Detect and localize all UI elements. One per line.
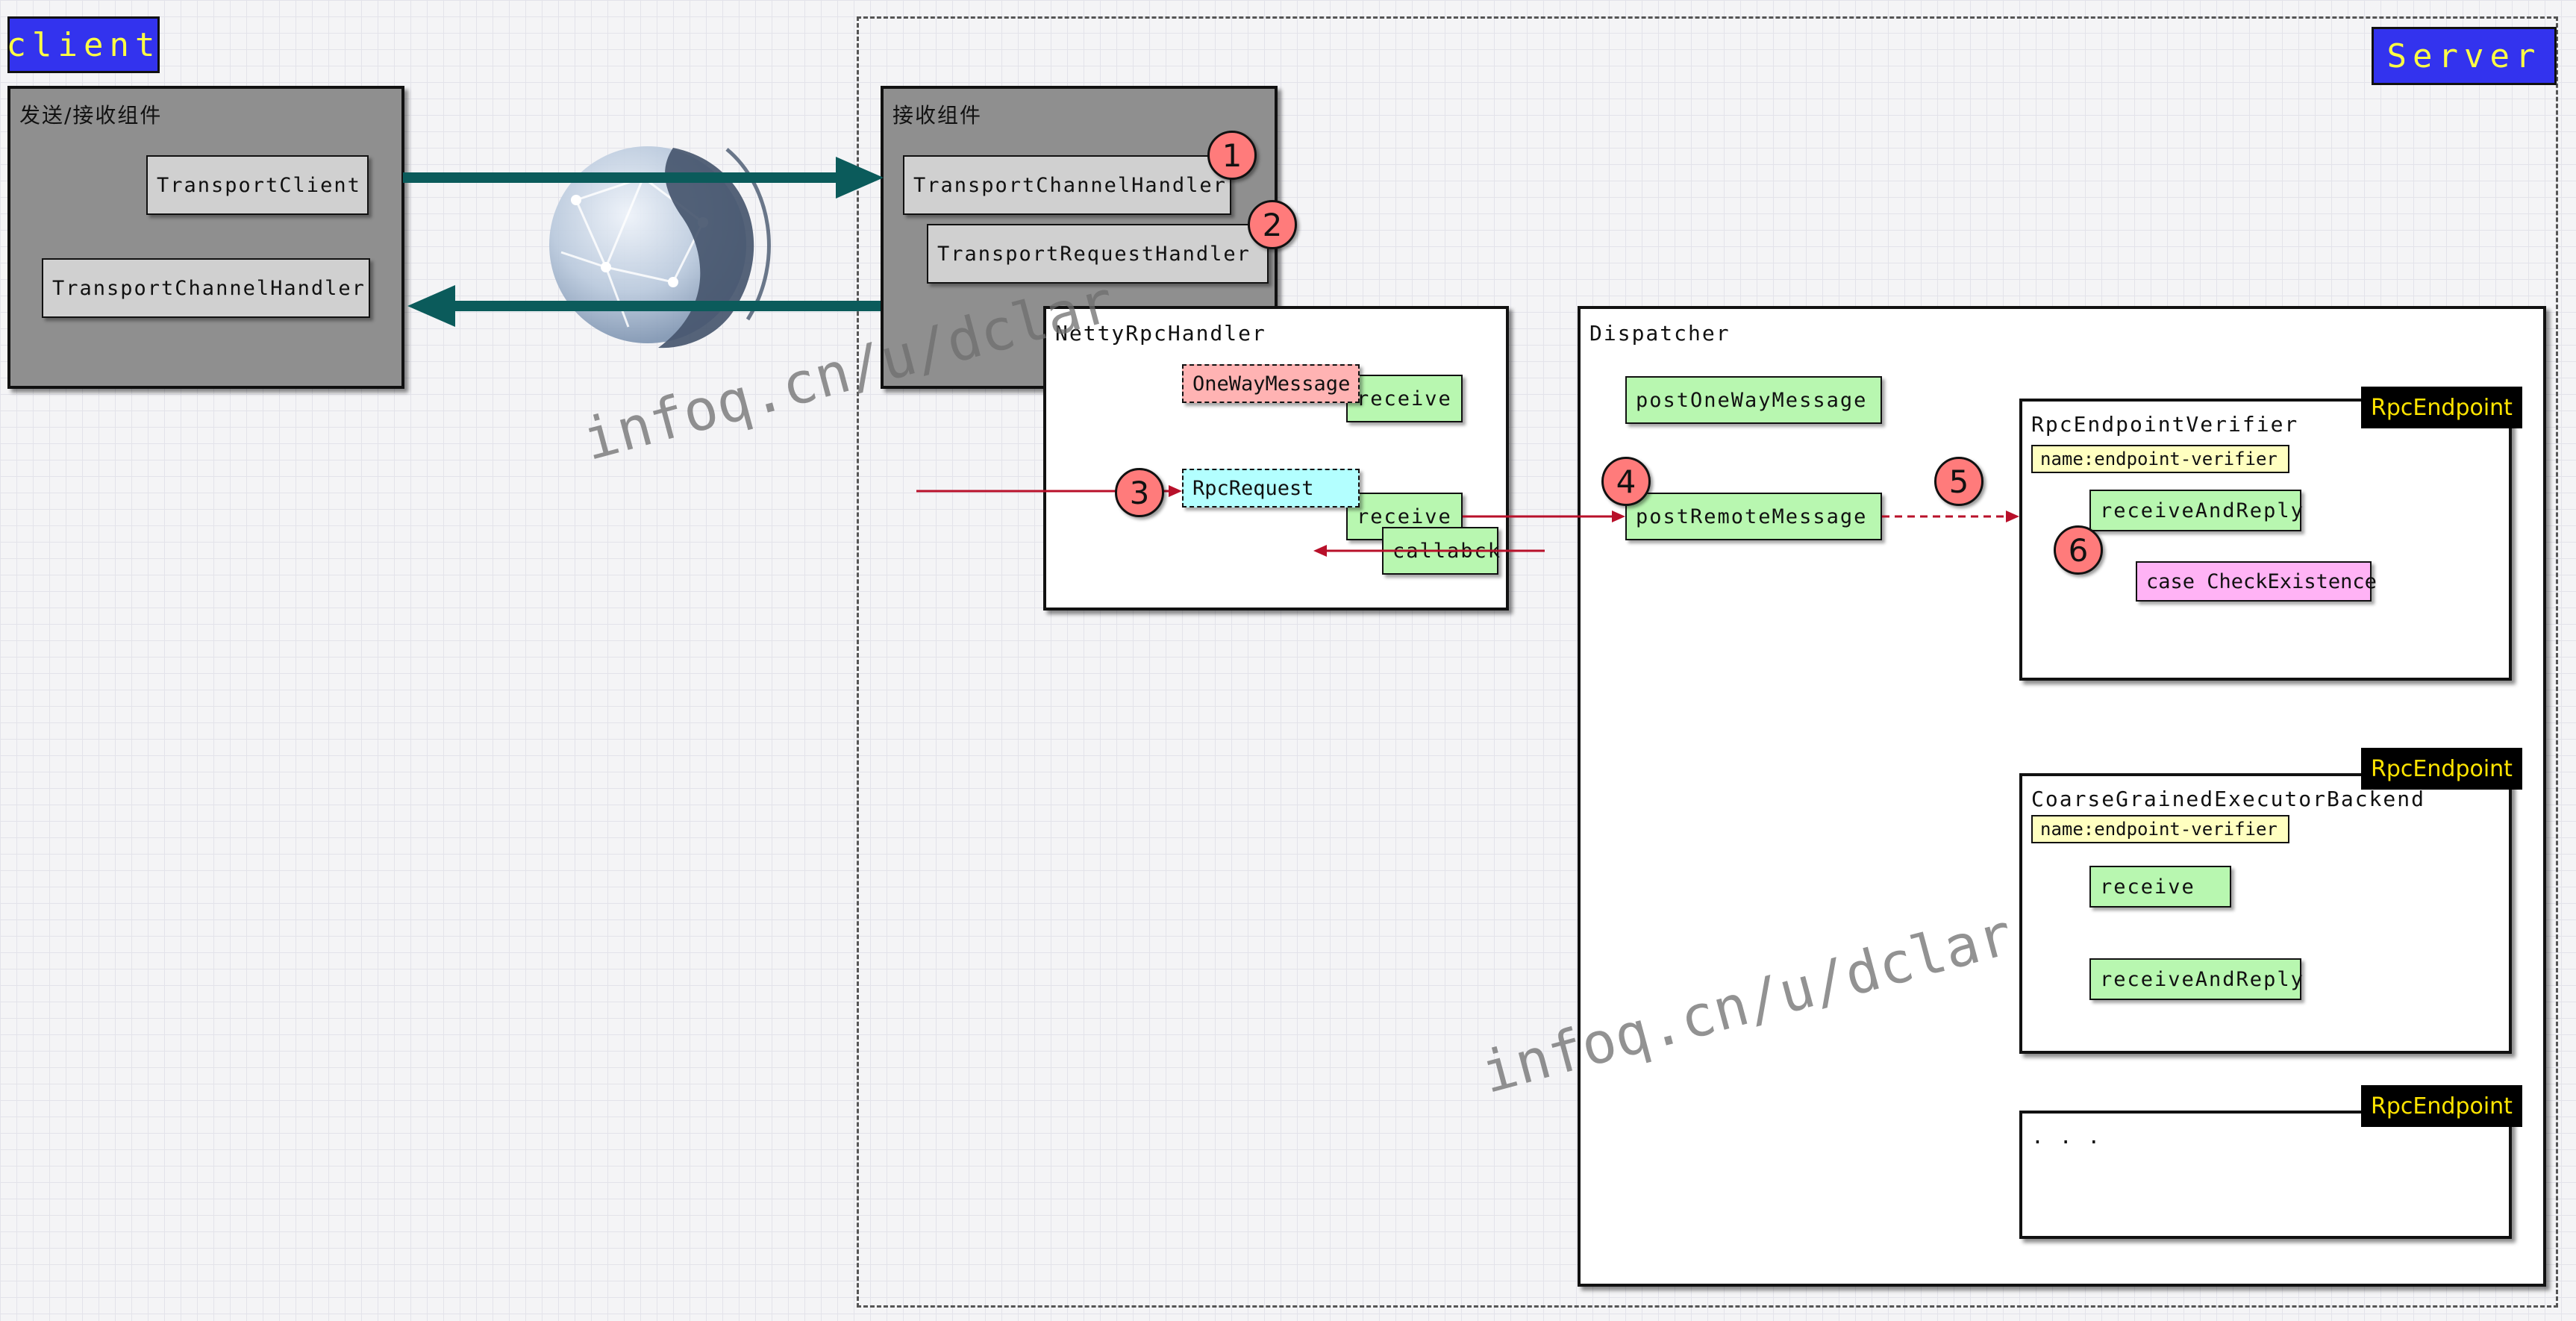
- step-5-badge: 5: [1934, 457, 1983, 506]
- rpc-endpoint-verifier-title: RpcEndpointVerifier: [2031, 412, 2299, 437]
- other-endpoint-group: . . .: [2019, 1111, 2512, 1239]
- rpc-endpoint-tag-2: RpcEndpoint: [2361, 748, 2522, 790]
- case-check-existence-box: case CheckExistence: [2136, 561, 2377, 602]
- backend-receive-box: receive: [2089, 866, 2231, 908]
- callback-box: callabck: [1382, 527, 1500, 575]
- post-oneway-message-box: postOneWayMessage: [1625, 376, 1882, 424]
- verifier-receive-and-reply-box: receiveAndReply: [2089, 490, 2303, 531]
- backend-name-box: name:endpoint-verifier: [2031, 815, 2289, 843]
- server-transport-channel-handler-box: TransportChannelHandler: [903, 155, 1231, 215]
- rpc-endpoint-tag-3: RpcEndpoint: [2361, 1085, 2522, 1127]
- client-component-title: 发送/接收组件: [19, 103, 163, 128]
- post-remote-message-box: postRemoteMessage: [1625, 493, 1882, 540]
- coarse-grained-executor-backend-title: CoarseGrainedExecutorBackend: [2031, 787, 2426, 811]
- dispatcher-title: Dispatcher: [1589, 321, 1731, 346]
- step-1-badge: 1: [1207, 131, 1257, 180]
- rpc-request-box: RpcRequest: [1182, 469, 1360, 508]
- step-2-badge: 2: [1248, 200, 1297, 249]
- step-4-badge: 4: [1601, 457, 1651, 506]
- response-arrow-head: [407, 285, 455, 327]
- backend-receive-and-reply-box: receiveAndReply: [2089, 958, 2303, 1000]
- server-region: [857, 16, 2558, 1308]
- step-3-badge: 3: [1115, 468, 1164, 517]
- oneway-message-box: OneWayMessage: [1182, 364, 1360, 403]
- netty-receive-2: receive: [1346, 493, 1463, 540]
- globe-logo-icon: [549, 146, 771, 349]
- netty-receive-1: receive: [1346, 375, 1463, 422]
- netty-rpc-handler-group: NettyRpcHandler: [1043, 306, 1509, 610]
- server-component-title: 接收组件: [892, 103, 983, 128]
- verifier-name-box: name:endpoint-verifier: [2031, 445, 2289, 473]
- other-endpoint-title: . . .: [2031, 1124, 2102, 1149]
- rpc-endpoint-tag-1: RpcEndpoint: [2361, 387, 2522, 428]
- client-component: 发送/接收组件: [7, 86, 404, 389]
- client-transport-channel-handler-box: TransportChannelHandler: [42, 258, 370, 318]
- step-6-badge: 6: [2054, 525, 2103, 575]
- client-tag: client: [7, 16, 160, 73]
- transport-request-handler-box: TransportRequestHandler: [927, 224, 1269, 284]
- server-tag: Server: [2372, 27, 2557, 85]
- transport-client-box: TransportClient: [146, 155, 369, 215]
- netty-rpc-handler-title: NettyRpcHandler: [1055, 321, 1266, 346]
